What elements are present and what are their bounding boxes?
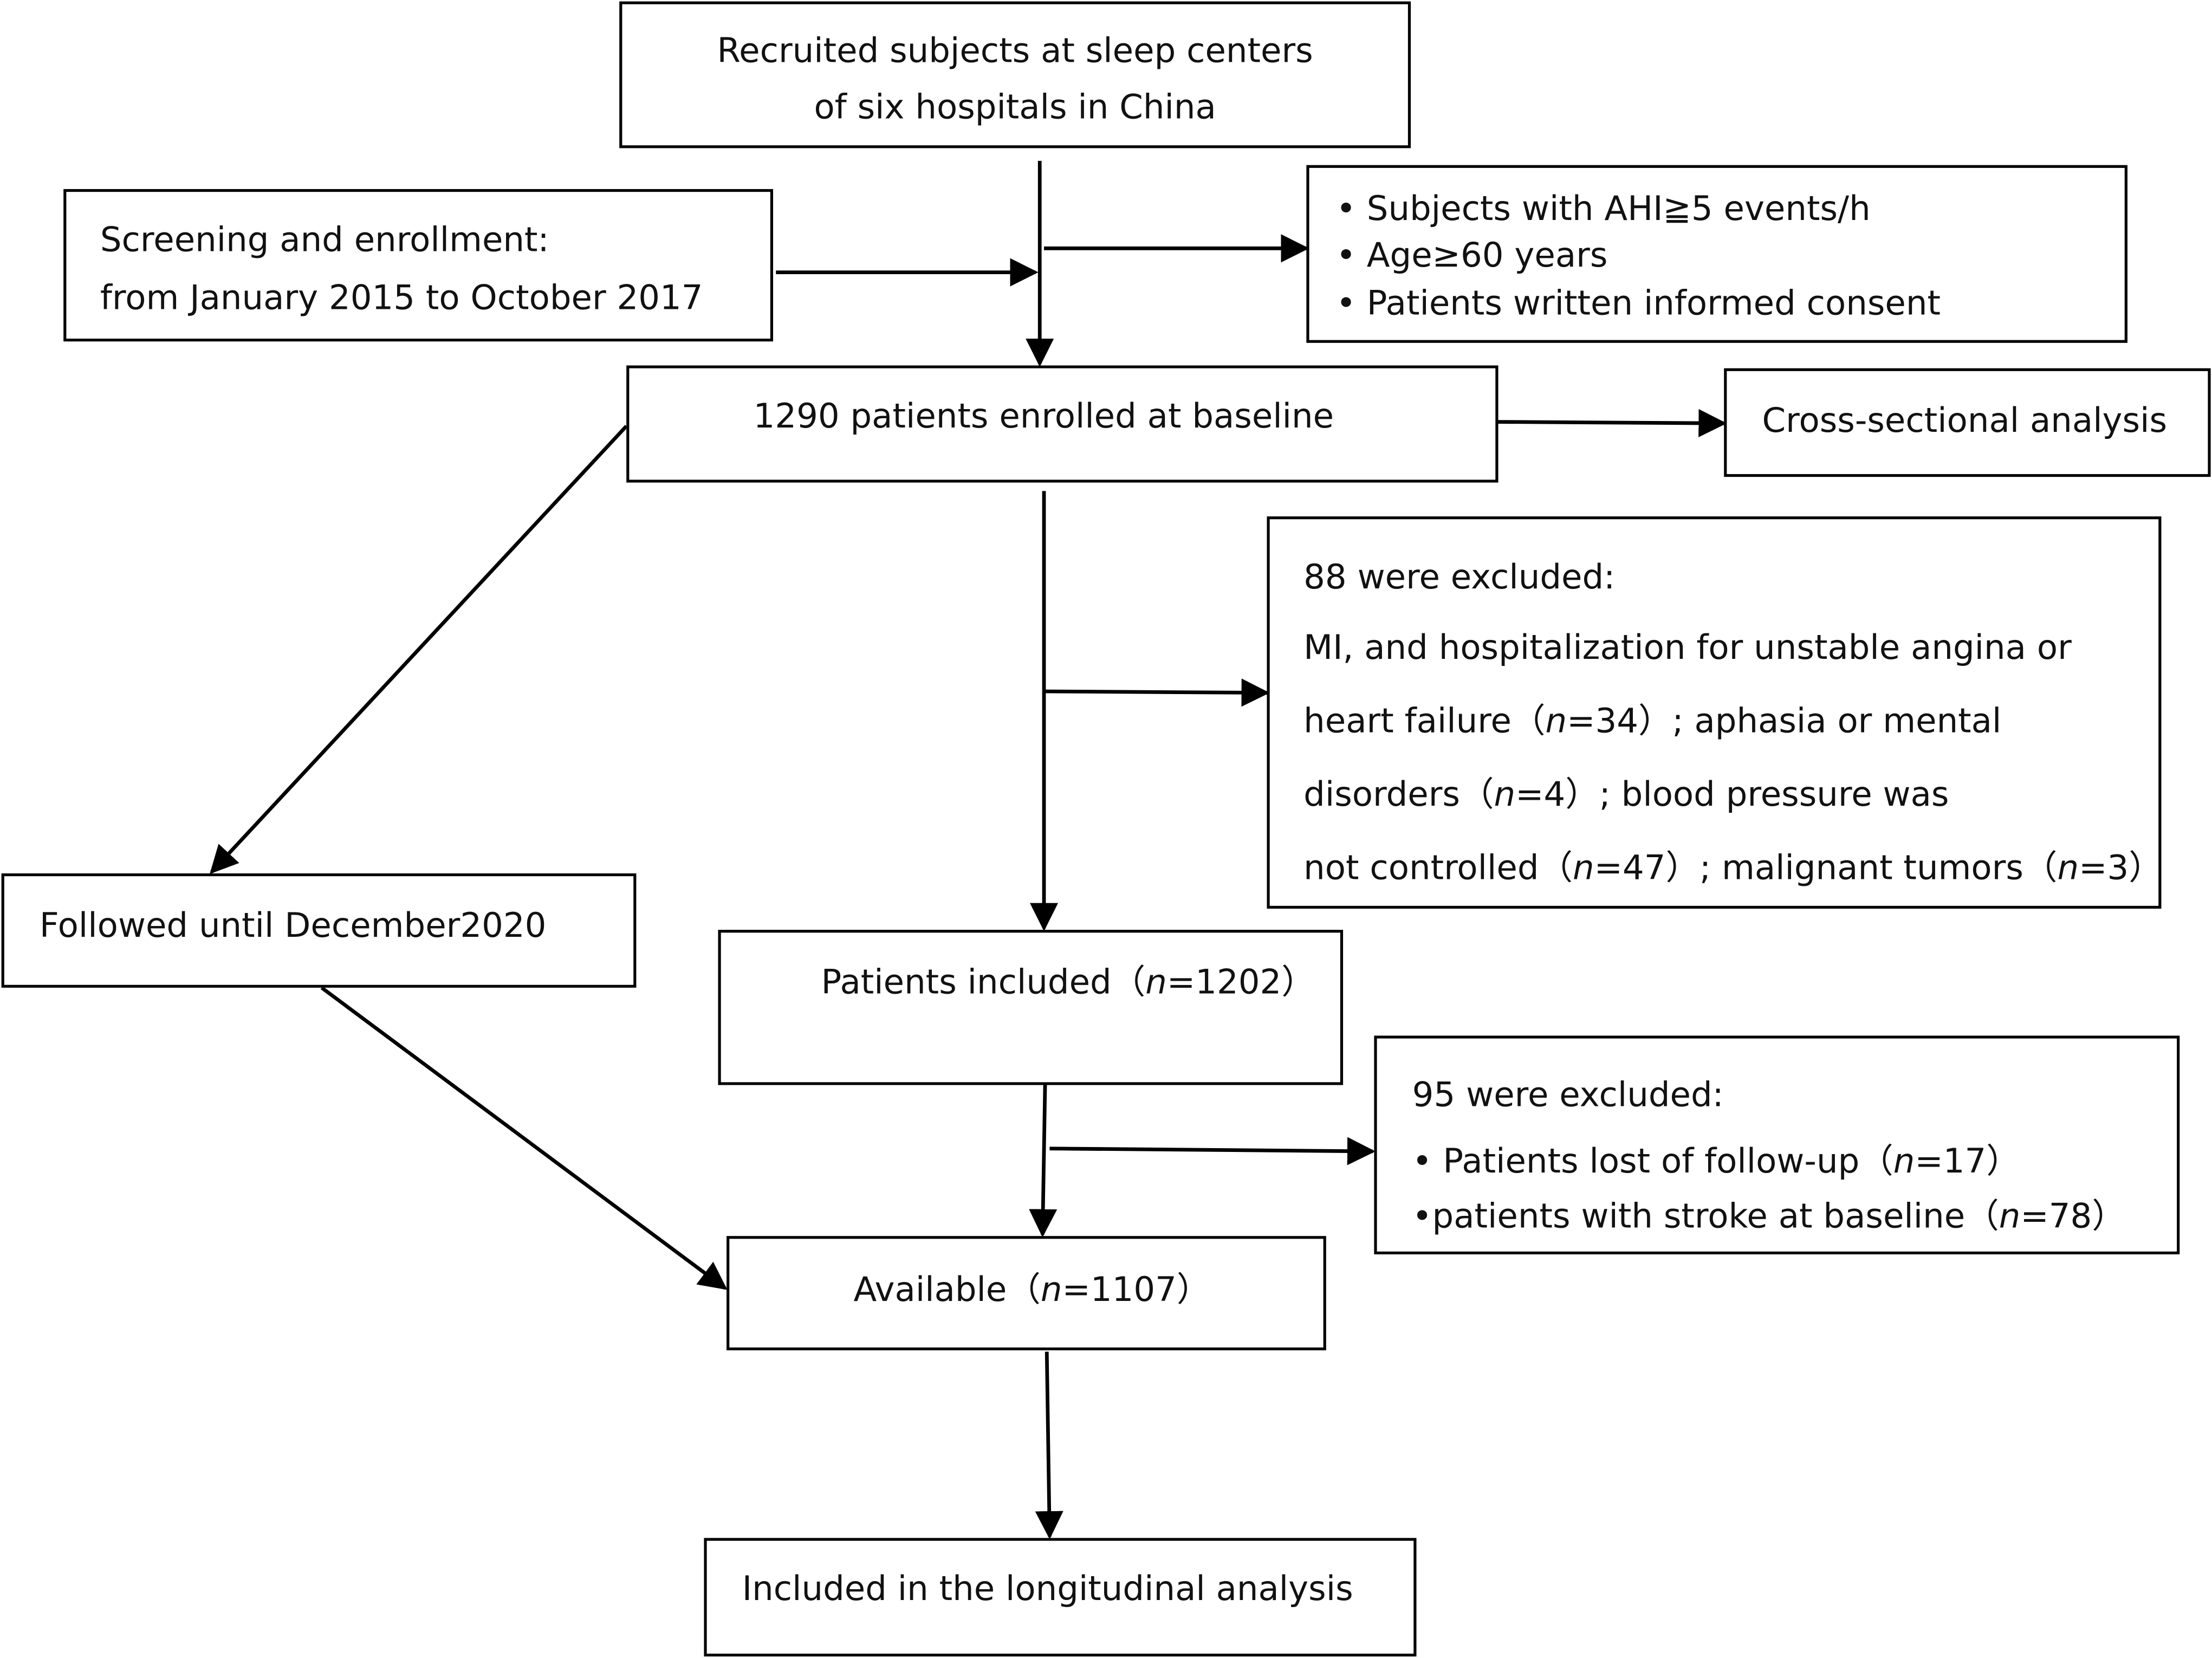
arrow-followed-to-available — [320, 986, 728, 1290]
longitudinal-label: Included in the longitudinal analysis — [742, 1569, 1353, 1609]
baseline-label: 1290 patients enrolled at baseline — [753, 396, 1334, 436]
recruitment-box: Recruited subjects at sleep centers of s… — [619, 1, 1411, 148]
followed-label: Followed until December2020 — [39, 905, 547, 945]
exclusion-95-line-2: •patients with stroke at baseline（n=78） — [1412, 1196, 2126, 1236]
arrow-included-to-available — [1029, 1066, 1058, 1238]
criteria-item: • Subjects with AHI≧5 events/h — [1336, 189, 1871, 229]
exclusion-88-line-3: disorders（n=4）; blood pressure was — [1303, 774, 1949, 814]
exclusion-95-box: 95 were excluded: • Patients lost of fol… — [1374, 1035, 2180, 1255]
inclusion-criteria-box: • Subjects with AHI≧5 events/h • Age≥60 … — [1306, 165, 2127, 343]
patients-included-label: Patients included（n=1202） — [821, 962, 1315, 1002]
exclusion-95-line-1: • Patients lost of follow-up（n=17） — [1412, 1141, 2020, 1181]
exclusion-88-line-2: heart failure（n=34）; aphasia or mental — [1303, 701, 2002, 741]
exclusion-88-box: 88 were excluded: MI, and hospitalizatio… — [1267, 516, 2163, 909]
recruitment-line-1: Recruited subjects at sleep centers — [717, 31, 1313, 71]
available-box: Available（n=1107） — [726, 1236, 1326, 1351]
exclusion-88-title: 88 were excluded: — [1303, 557, 1616, 597]
screening-line-2: from January 2015 to October 2017 — [100, 278, 703, 318]
arrow-to-excluded-95 — [1049, 1137, 1376, 1165]
followed-box: Followed until December2020 — [1, 873, 637, 988]
criteria-item: • Patients written informed consent — [1336, 283, 1941, 323]
longitudinal-box: Included in the longitudinal analysis — [704, 1538, 1417, 1657]
baseline-box: 1290 patients enrolled at baseline — [626, 365, 1499, 483]
cross-sectional-label: Cross-sectional analysis — [1762, 400, 2168, 441]
patients-included-box: Patients included（n=1202） — [718, 930, 1344, 1085]
available-label: Available（n=1107） — [853, 1270, 1211, 1310]
arrow-baseline-to-followed — [210, 425, 628, 875]
criteria-item: • Age≥60 years — [1336, 235, 1608, 275]
arrow-baseline-to-cross-sectional — [1498, 409, 1727, 437]
exclusion-88-line-4: not controlled（n=47）; malignant tumors（n… — [1303, 848, 2163, 888]
exclusion-88-line-1: MI, and hospitalization for unstable ang… — [1303, 627, 2072, 668]
cross-sectional-box: Cross-sectional analysis — [1724, 368, 2211, 477]
arrow-available-to-longitudinal — [1035, 1351, 1063, 1540]
screening-box: Screening and enrollment: from January 2… — [63, 189, 774, 342]
recruitment-line-2: of six hospitals in China — [814, 87, 1216, 127]
screening-line-1: Screening and enrollment: — [100, 220, 549, 260]
exclusion-95-title: 95 were excluded: — [1412, 1075, 1724, 1115]
arrow-to-excluded-88 — [1043, 678, 1270, 707]
